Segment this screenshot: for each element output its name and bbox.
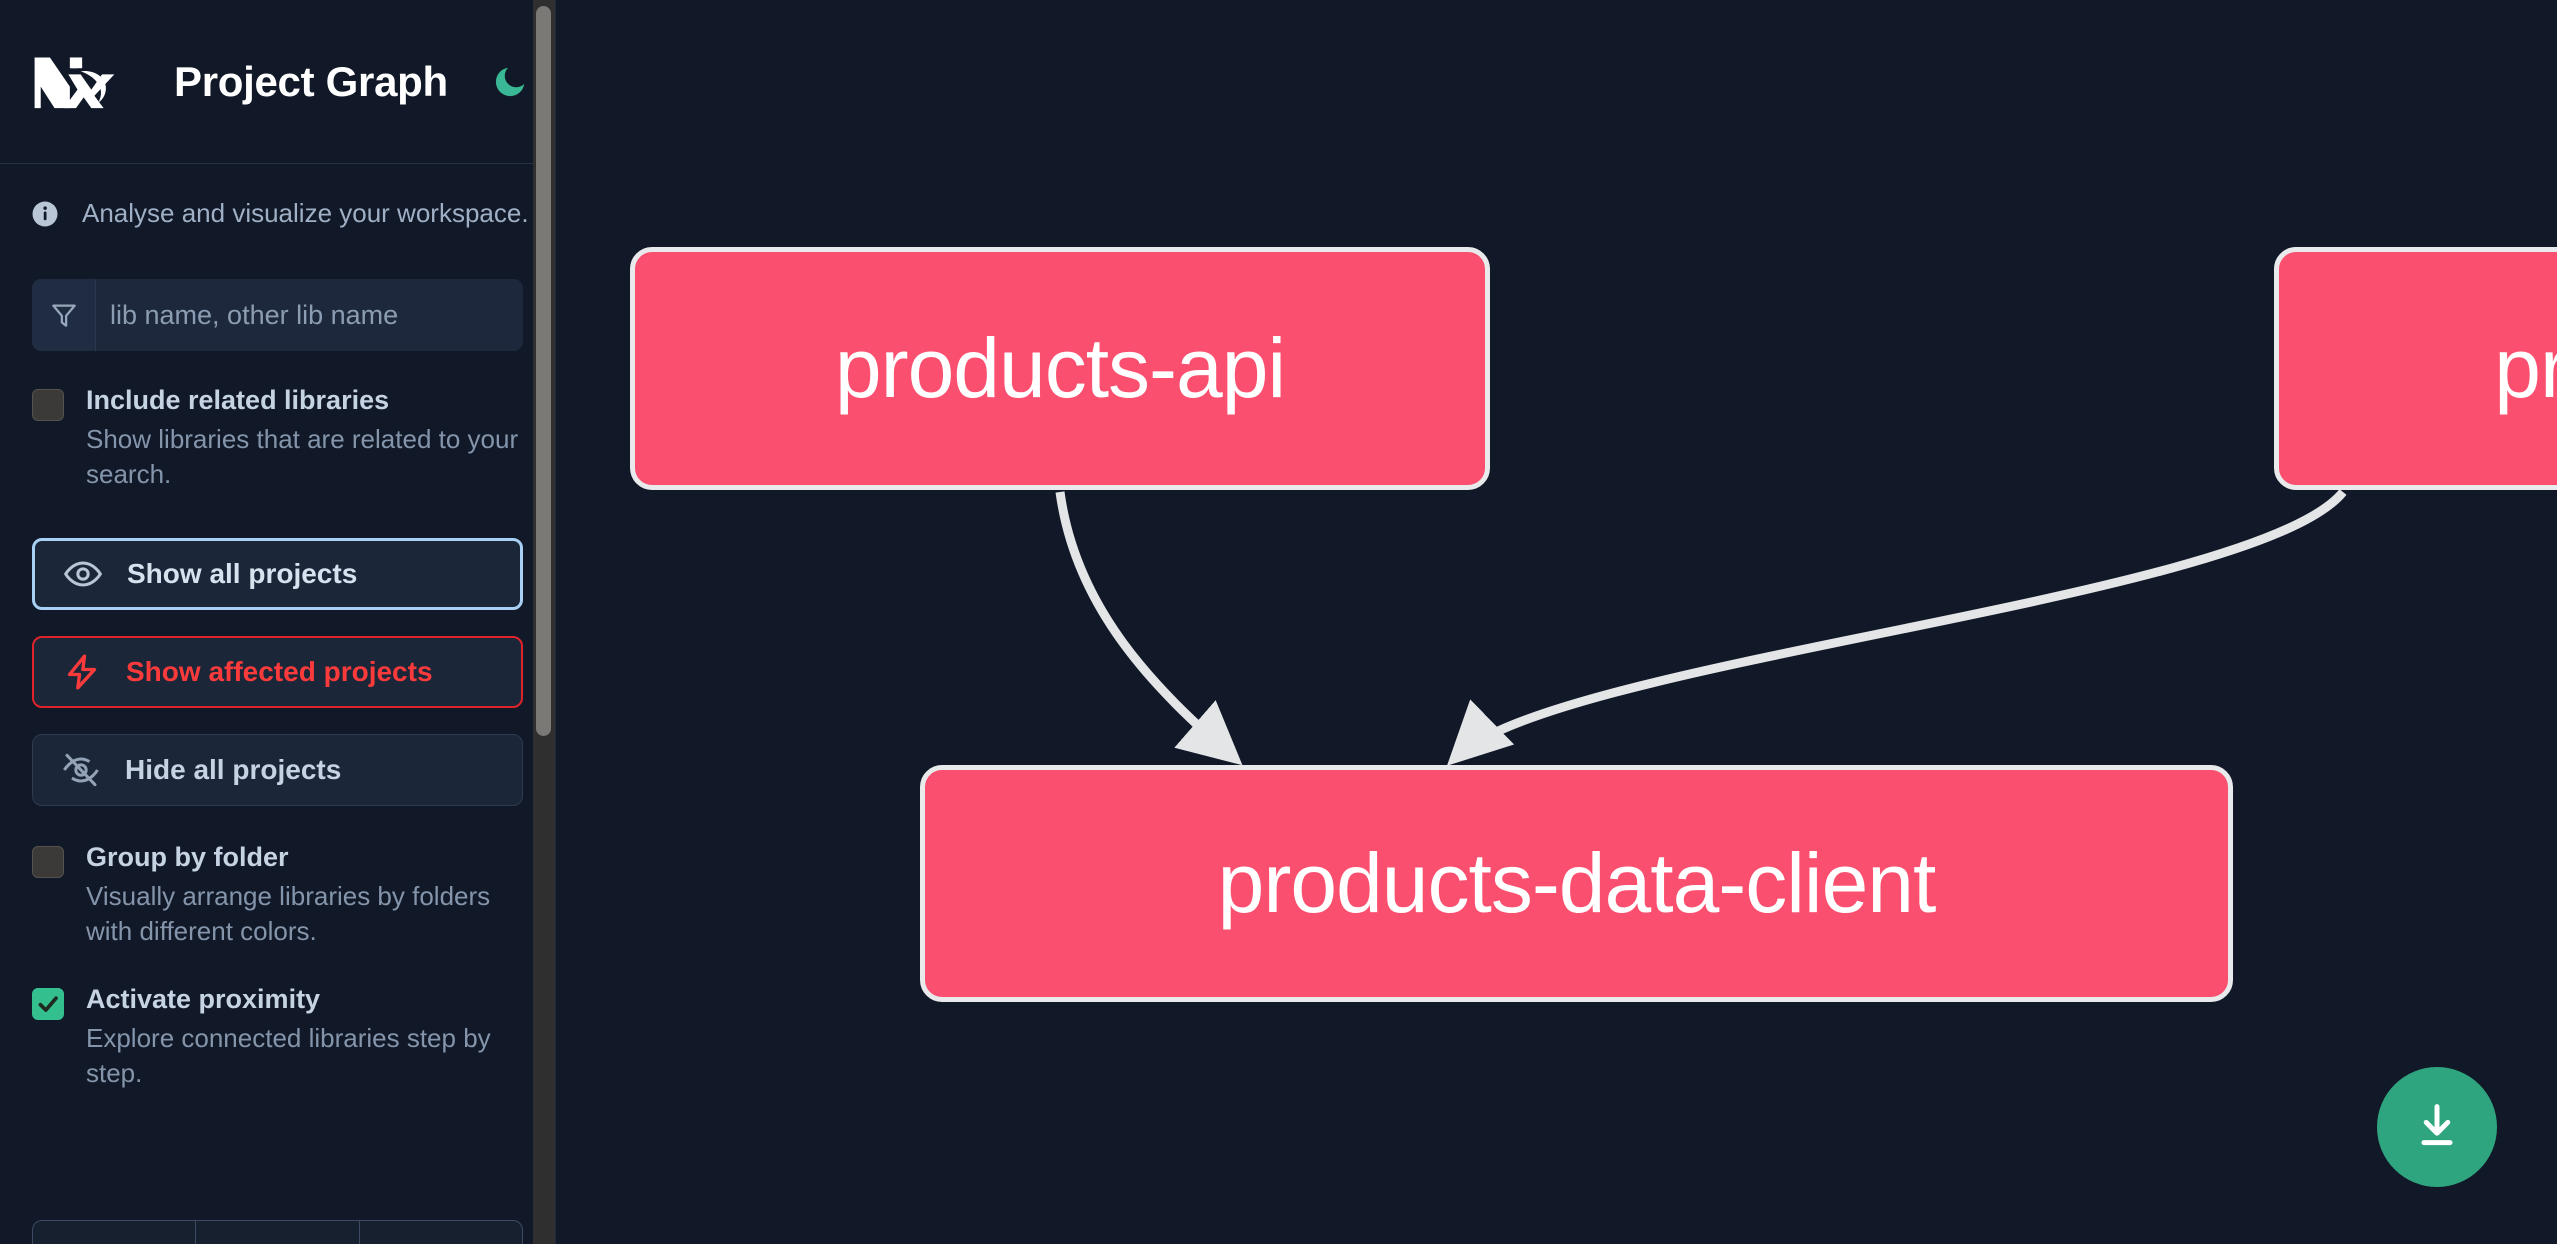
show-all-projects-button[interactable]: Show all projects [32, 537, 523, 610]
info-banner: Analyse and visualize your workspace. [0, 164, 555, 229]
graph-node-label: products-api [834, 321, 1286, 415]
hide-all-projects-label: Hide all projects [125, 753, 342, 785]
graph-node-label: products-data-client [1217, 836, 1937, 930]
segment-1[interactable] [33, 1221, 197, 1244]
option-description: Explore connected libraries step by step… [86, 1023, 491, 1089]
option-group-by-folder[interactable]: Group by folder Visually arrange librari… [0, 842, 555, 949]
edge-products-cli-to-products-data-client [1446, 489, 2347, 766]
page-title: Project Graph [174, 57, 448, 105]
show-all-projects-label: Show all projects [127, 557, 358, 589]
checkbox-group-by-folder[interactable] [32, 845, 64, 878]
graph-node-products-data-client[interactable]: products-data-client [920, 765, 2233, 1002]
nx-logo [30, 51, 122, 113]
eye-icon [63, 554, 103, 594]
graph-edges [1055, 489, 2347, 766]
eye-off-icon [61, 750, 101, 790]
hide-all-projects-button[interactable]: Hide all projects [32, 733, 523, 806]
graph-node-products-cli[interactable]: products-cli [2274, 247, 2557, 490]
sidebar-scrollbar[interactable] [533, 0, 555, 1244]
edge-products-api-to-products-data-client [1055, 491, 1243, 766]
option-label: Include related libraries [86, 385, 390, 415]
download-icon [2410, 1099, 2464, 1156]
project-visibility-buttons: Show all projects Show affected projects [0, 537, 555, 806]
option-label: Group by folder [86, 841, 289, 872]
checkbox-activate-proximity[interactable] [32, 988, 64, 1021]
segment-2[interactable] [196, 1221, 360, 1244]
show-affected-projects-button[interactable]: Show affected projects [32, 635, 523, 708]
sidebar: Project Graph Analyse and visualize your… [0, 0, 556, 1244]
info-icon [30, 199, 60, 229]
graph-canvas[interactable]: products-api products-cli products-data-… [556, 0, 2557, 1244]
show-affected-projects-label: Show affected projects [126, 655, 433, 687]
search-input[interactable] [96, 279, 523, 351]
search-bar[interactable] [32, 279, 523, 351]
option-description: Visually arrange libraries by folders wi… [86, 880, 491, 946]
segment-3[interactable] [360, 1221, 522, 1244]
sidebar-scrollbar-thumb[interactable] [536, 6, 551, 736]
graph-node-products-api[interactable]: products-api [630, 247, 1490, 490]
option-description: Show libraries that are related to your … [86, 424, 519, 489]
filter-icon [32, 279, 96, 351]
moon-icon[interactable] [488, 60, 532, 104]
checkbox-include-related-libraries[interactable] [32, 389, 64, 421]
option-include-related-libraries[interactable]: Include related libraries Show libraries… [0, 385, 555, 492]
lightning-bolt-icon [62, 652, 102, 692]
info-text: Analyse and visualize your workspace. [82, 198, 529, 228]
option-activate-proximity[interactable]: Activate proximity Explore connected lib… [0, 984, 555, 1091]
sidebar-header: Project Graph [0, 0, 555, 164]
text-filter-segmented-control[interactable] [32, 1220, 523, 1244]
download-image-button[interactable] [2377, 1067, 2497, 1187]
option-label: Activate proximity [86, 984, 321, 1015]
graph-node-label: products-cli [2494, 321, 2557, 415]
